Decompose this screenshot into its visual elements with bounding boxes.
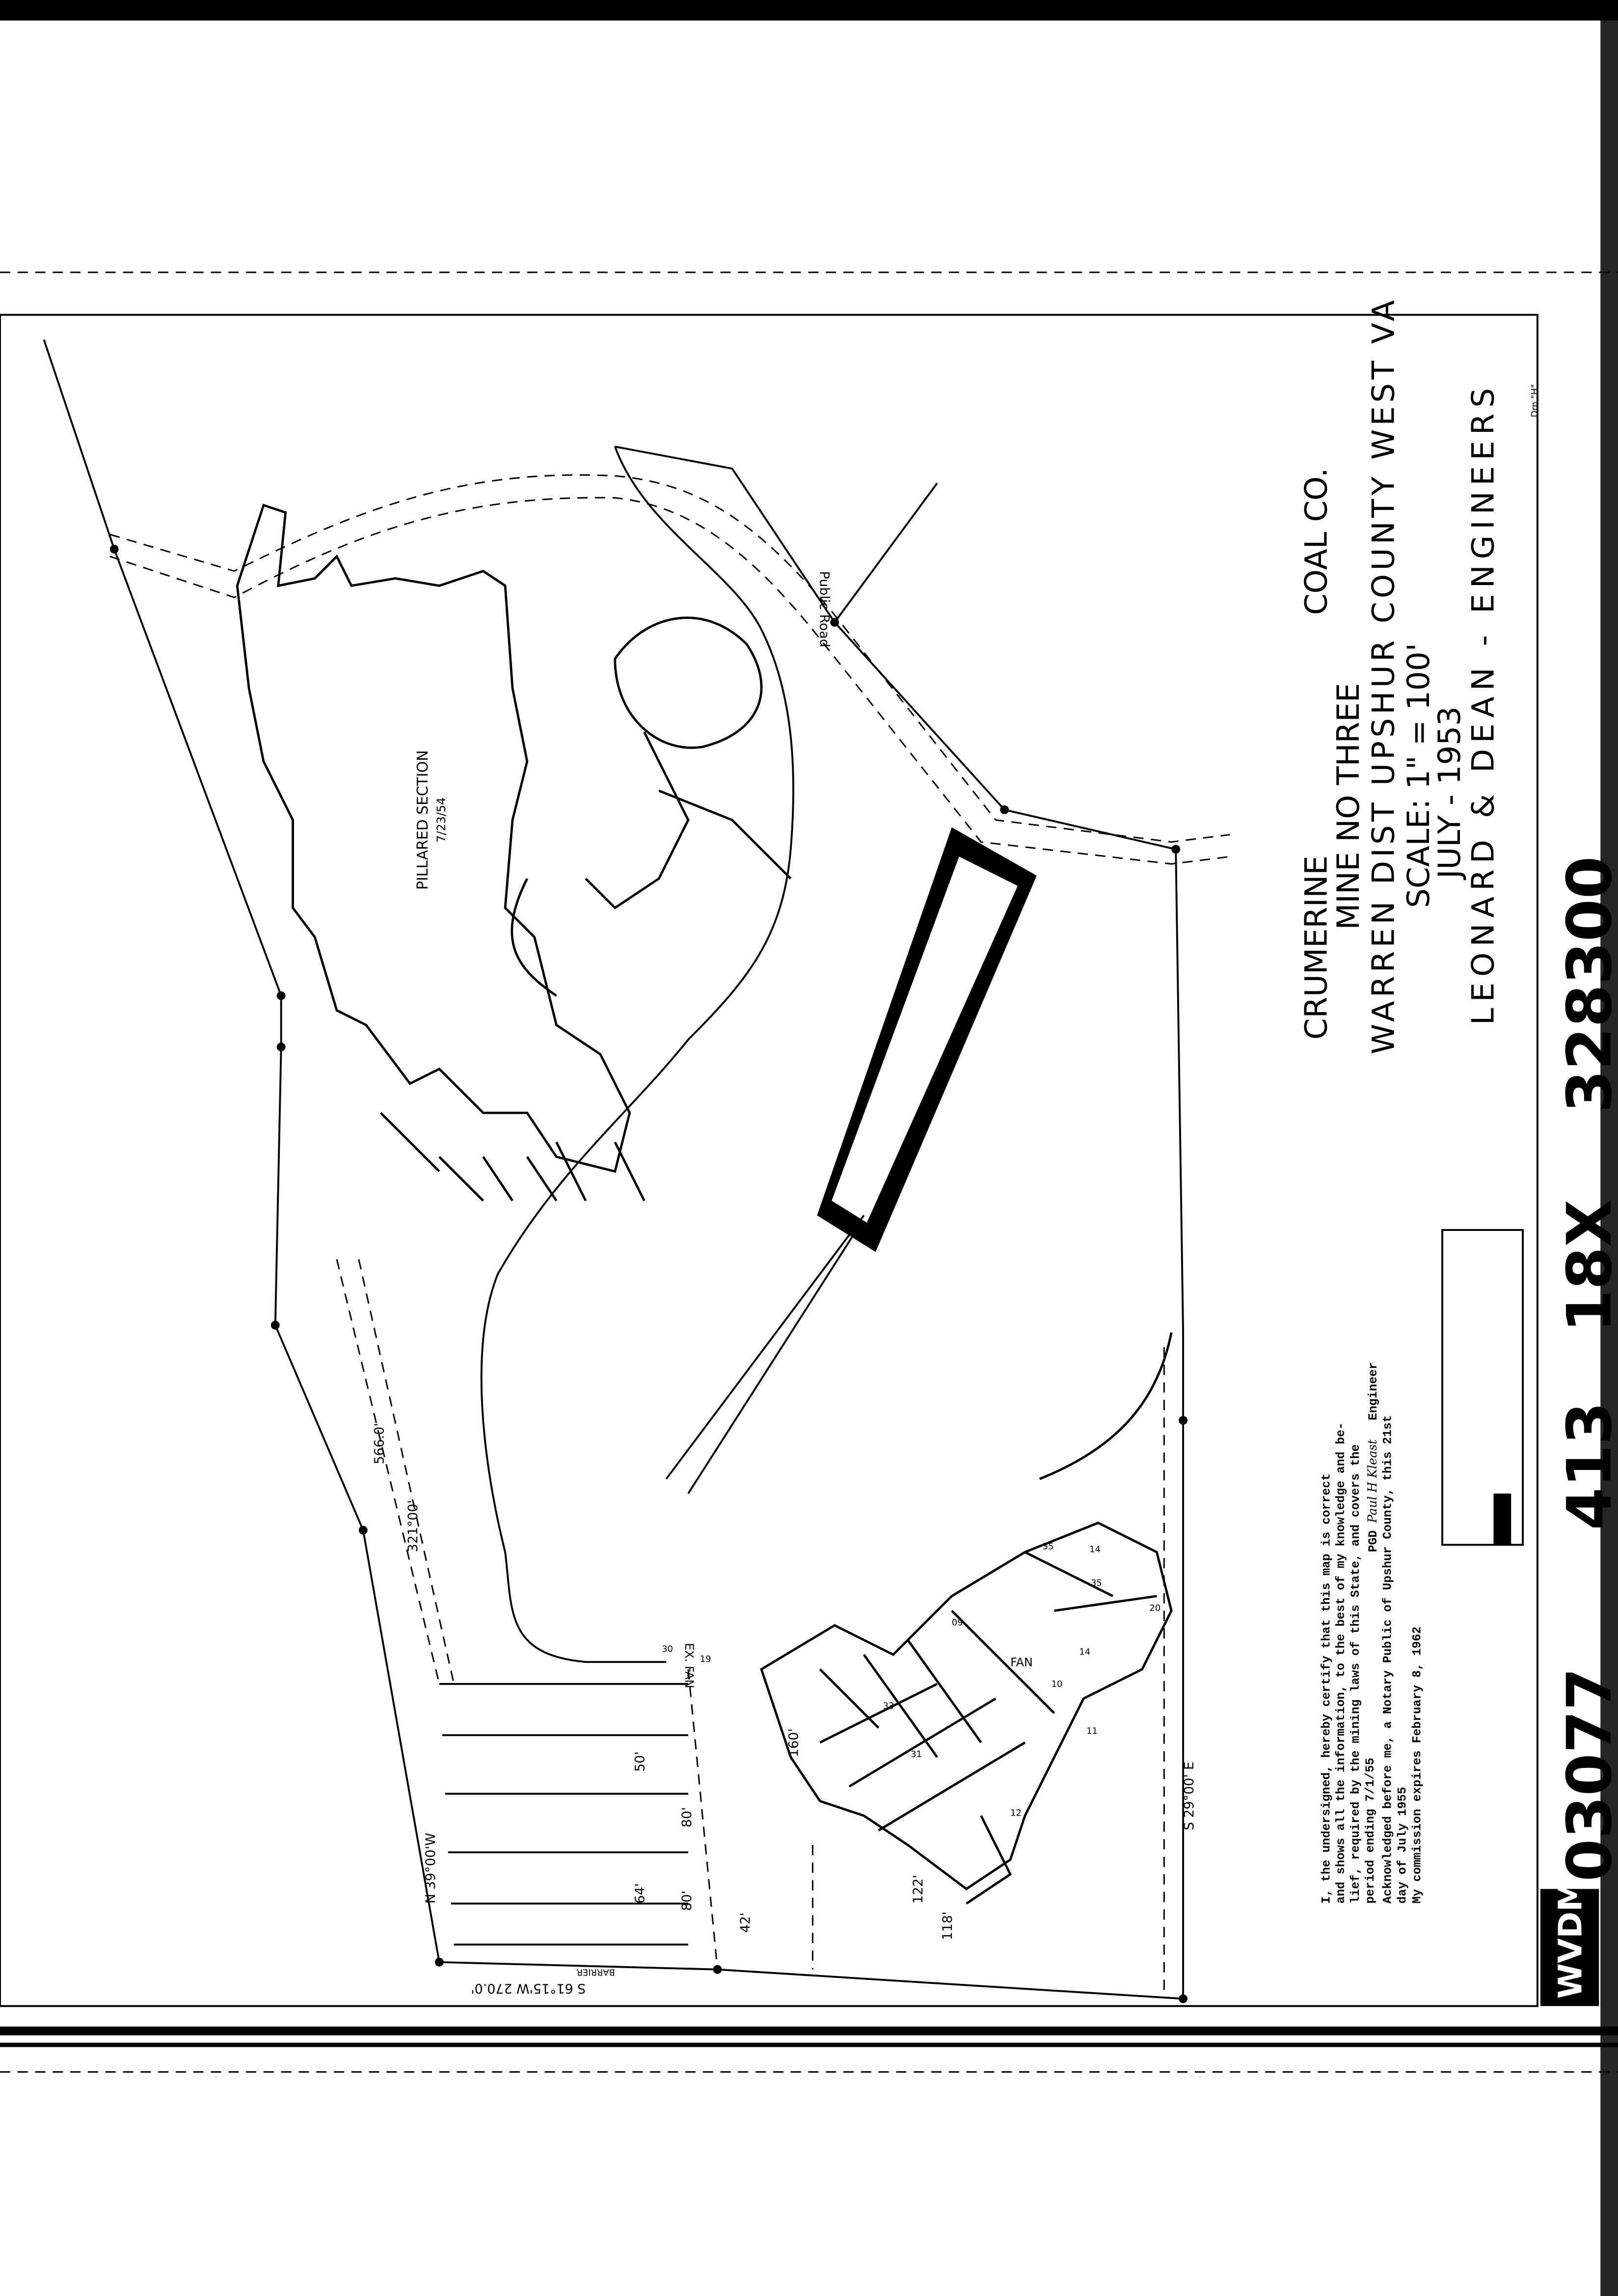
svg-text:11: 11 <box>1086 1726 1098 1736</box>
mine-name: MINE NO THREE <box>1330 683 1366 930</box>
svg-text:42': 42' <box>738 1913 753 1933</box>
svg-text:160': 160' <box>786 1729 802 1758</box>
svg-text:12: 12 <box>1010 1808 1022 1818</box>
svg-text:14: 14 <box>1079 1647 1090 1657</box>
svg-text:14: 14 <box>1089 1544 1101 1554</box>
svg-text:10: 10 <box>1052 1679 1063 1689</box>
boundary-corners <box>109 544 1188 2003</box>
svg-text:Engineer: Engineer <box>1367 1362 1380 1420</box>
svg-text:Acknowledged before me, a Nota: Acknowledged before me, a Notary Public … <box>1381 1415 1395 1903</box>
svg-text:50': 50' <box>632 1751 647 1772</box>
scale-bar-box <box>1441 1229 1524 1546</box>
svg-text:122': 122' <box>911 1875 926 1904</box>
pillared-label: PILLARED SECTION <box>414 750 431 890</box>
svg-text:35: 35 <box>1043 1541 1054 1551</box>
public-road <box>109 474 1230 843</box>
archive-stamp: WVDM 03077 413 18X 328300 <box>1540 856 1618 2006</box>
outcrop-line <box>480 446 795 1663</box>
svg-text:118': 118' <box>940 1911 955 1940</box>
svg-text:S 29°00' E: S 29°00' E <box>1182 1762 1197 1830</box>
svg-text:321°00': 321°00' <box>405 1500 421 1552</box>
svg-text:03077: 03077 <box>1554 1668 1618 1882</box>
svg-text:and shows all the information,: and shows all the information, to the be… <box>1334 1422 1348 1903</box>
station-labels: 30 19 33 35 35 14 31 14 09 10 11 20 12 <box>662 1541 1160 1818</box>
engineer-signature: Paul H Kleast <box>1365 1440 1379 1523</box>
fan-label: FAN <box>1010 1655 1033 1669</box>
title-block: CRUMERINE COAL CO. MINE NO THREE WARREN … <box>1298 300 1540 1054</box>
engineers: LEONARD & DEAN - ENGINEERS <box>1465 388 1501 1025</box>
map-scale: SCALE: 1" = 100' <box>1401 643 1436 908</box>
pillared-date: 7/23/54 <box>434 798 448 843</box>
lease-lines <box>336 1259 1165 1992</box>
svg-text:BARRIER: BARRIER <box>576 1967 615 1977</box>
company-name: CRUMERINE <box>1298 855 1334 1040</box>
svg-text:09: 09 <box>952 1618 963 1628</box>
svg-text:lief, required by the mining l: lief, required by the mining laws of thi… <box>1349 1444 1363 1904</box>
mine-location: WARREN DIST UPSHUR COUNTY WEST VA <box>1366 300 1402 1054</box>
company-suffix: COAL CO. <box>1298 468 1334 615</box>
svg-text:day of July 1955: day of July 1955 <box>1396 1787 1409 1904</box>
svg-text:19: 19 <box>700 1654 711 1664</box>
svg-text:566.0': 566.0' <box>372 1423 387 1464</box>
svg-text:80': 80' <box>679 1891 695 1911</box>
certification-block: I, the undersigned, hereby certify that … <box>1320 1362 1424 1903</box>
lower-workings <box>760 1332 1173 1905</box>
svg-text:WVDM: WVDM <box>1552 1879 1589 1999</box>
svg-text:80': 80' <box>679 1807 695 1828</box>
svg-text:S 61°15'W 270.0': S 61°15'W 270.0' <box>471 1981 586 1996</box>
map-date: JULY - 1953 <box>1431 706 1467 881</box>
svg-text:31: 31 <box>911 1749 922 1760</box>
svg-text:18X: 18X <box>1554 1200 1618 1333</box>
svg-text:My commission expires February: My commission expires February 8, 1962 <box>1410 1627 1424 1903</box>
ex-fan-label: EX. FAN <box>682 1643 696 1688</box>
svg-text:I, the undersigned, hereby cer: I, the undersigned, hereby certify that … <box>1320 1473 1333 1903</box>
svg-text:33: 33 <box>883 1701 894 1711</box>
svg-text:20: 20 <box>1150 1603 1161 1613</box>
svg-text:35: 35 <box>1091 1578 1102 1588</box>
svg-text:N 39°00'W: N 39°00'W <box>423 1833 438 1903</box>
drawn-by: Drn "H" <box>1530 384 1540 418</box>
svg-text:period ending 7/1/55: period ending 7/1/55 <box>1364 1758 1377 1903</box>
pillared-section <box>236 504 631 1173</box>
svg-text:64': 64' <box>632 1883 647 1904</box>
svg-text:PGD: PGD <box>1367 1530 1380 1552</box>
svg-text:413: 413 <box>1554 1402 1618 1530</box>
dimension-labels: 566.0' 321°00' N 39°00'W S 61°15'W 270.0… <box>372 1423 1196 1996</box>
svg-text:30: 30 <box>662 1644 673 1654</box>
slope-graphic <box>665 827 1037 1495</box>
road-label: Public Road <box>816 571 832 647</box>
svg-text:328300: 328300 <box>1554 856 1618 1113</box>
map-frame <box>0 314 1538 2007</box>
